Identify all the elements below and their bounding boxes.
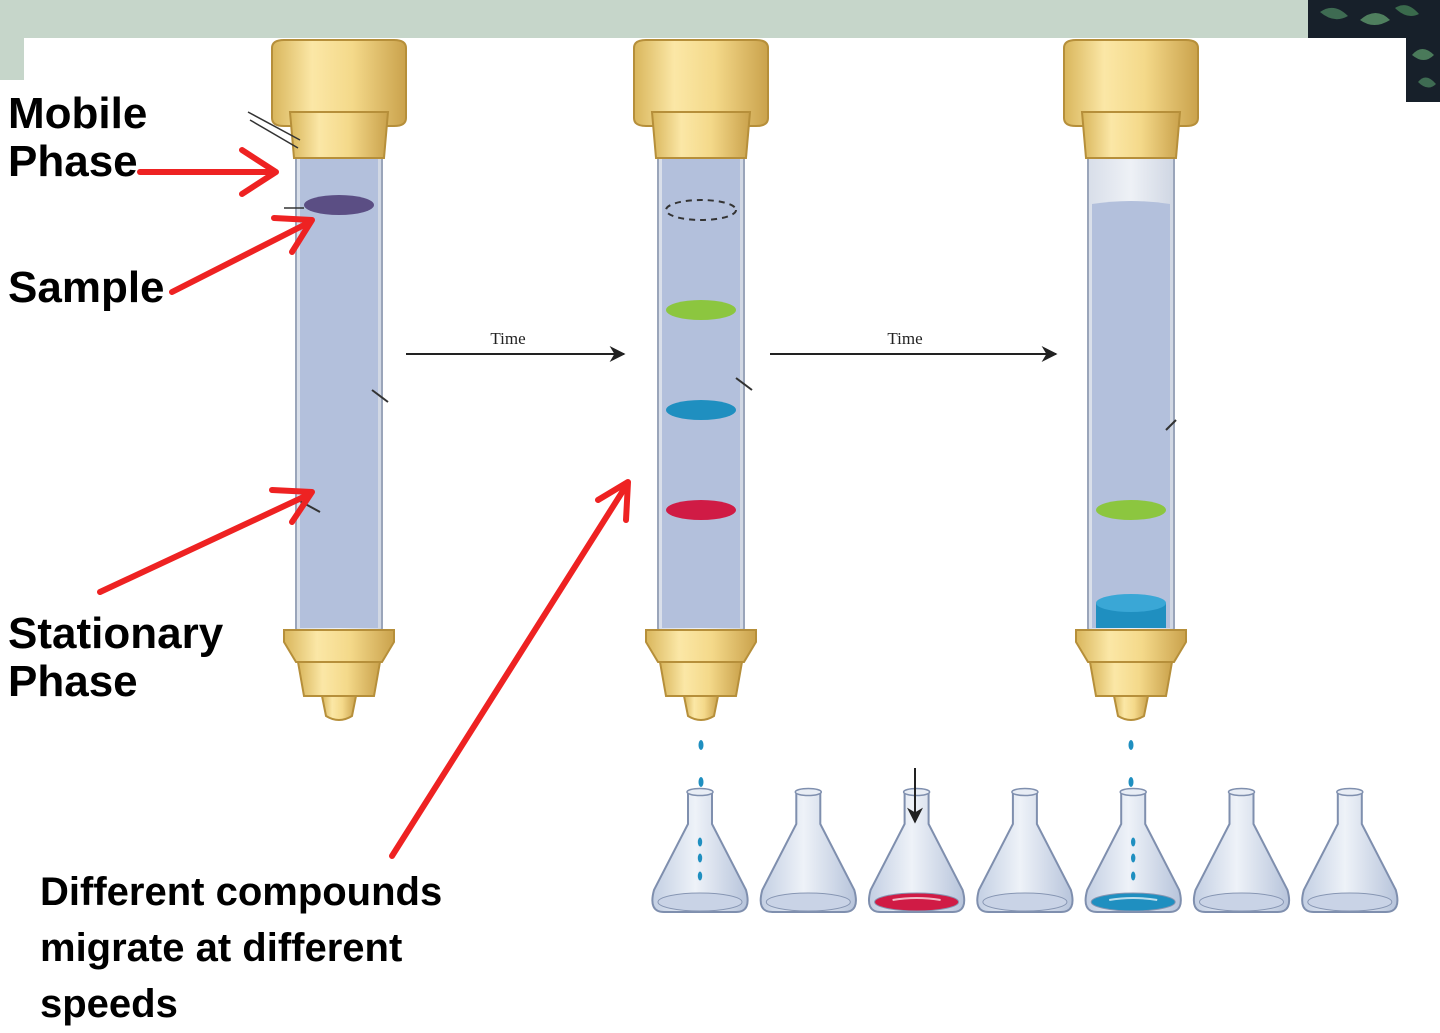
compounds-arrow (389, 479, 631, 859)
collection-flasks (651, 787, 1399, 913)
label-different-compounds: Different compounds migrate at different… (40, 870, 443, 1026)
green-band (1096, 500, 1166, 520)
time-arrow-2: Time (770, 329, 1058, 362)
falling-drop (697, 853, 703, 863)
blue-band (666, 400, 736, 420)
label-mobile-phase: Mobile Phase (8, 89, 148, 186)
flask-2 (759, 787, 857, 913)
column-separating (633, 39, 769, 787)
flask-liquid (657, 892, 743, 912)
header-left-tab (0, 0, 24, 80)
column-eluting (1063, 39, 1199, 787)
top-cap (1063, 39, 1199, 159)
flask-3 (867, 787, 966, 913)
drip-drops (1128, 740, 1134, 787)
time-label-2: Time (887, 329, 922, 348)
column-initial (271, 39, 407, 721)
bottom-cap (645, 629, 757, 721)
bottom-cap (1075, 629, 1187, 721)
flask-liquid (1199, 892, 1284, 912)
flask-4 (976, 787, 1074, 913)
falling-drop (697, 837, 703, 847)
flask-liquid (874, 892, 960, 912)
label-sample: Sample (8, 263, 165, 312)
falling-drop (697, 871, 703, 881)
time-label-1: Time (490, 329, 525, 348)
falling-drop (1131, 853, 1136, 863)
sample-band (304, 195, 374, 215)
bottom-cap (283, 629, 395, 721)
falling-drop (1131, 837, 1136, 847)
time-arrow-1: Time (406, 329, 626, 362)
red-band (666, 500, 736, 520)
drip-drops (698, 740, 704, 787)
origin-band-dashed (665, 199, 737, 221)
mobile-phase-arrow (137, 147, 279, 197)
flask-liquid (982, 892, 1068, 912)
flask-1 (651, 787, 749, 913)
corner-foliage-image (1308, 0, 1440, 102)
label-stationary-phase: Stationary Phase (8, 609, 224, 706)
top-cap (633, 39, 769, 159)
stationary-phase-fill (662, 158, 740, 628)
flask-7 (1301, 787, 1399, 913)
green-band (666, 300, 736, 320)
blue-band (1096, 594, 1166, 628)
flask-liquid (1307, 892, 1393, 912)
stationary-phase-fill (300, 158, 378, 628)
stationary-phase-arrow (97, 487, 315, 595)
header-bar (0, 0, 1440, 38)
flask-5 (1084, 787, 1182, 913)
red-arrows (97, 147, 631, 859)
falling-drop (1131, 871, 1136, 881)
flask-liquid (765, 892, 851, 912)
sample-arrow (169, 215, 315, 295)
flask-6 (1192, 787, 1291, 913)
stationary-phase-fill (1092, 201, 1170, 628)
flask-liquid (1090, 892, 1176, 912)
top-cap (271, 39, 407, 159)
